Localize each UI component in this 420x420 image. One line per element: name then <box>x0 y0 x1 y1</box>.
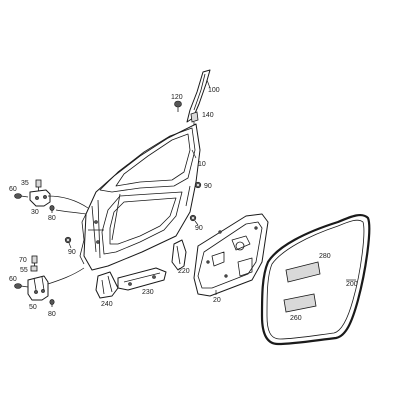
part-60-upper-bolt[interactable] <box>14 193 29 199</box>
leader-90-left <box>68 242 72 249</box>
label-50: 50 <box>29 304 37 311</box>
leader-upper-hinge <box>47 195 89 209</box>
label-90-right: 90 <box>195 225 203 232</box>
label-220: 220 <box>178 268 190 275</box>
label-55: 55 <box>20 267 28 274</box>
label-100: 100 <box>208 87 220 94</box>
leader-upper-bolt <box>55 209 87 215</box>
label-35: 35 <box>21 180 29 187</box>
label-30: 30 <box>31 209 39 216</box>
label-60-lower: 60 <box>9 276 17 283</box>
part-240-bracket[interactable] <box>95 271 119 299</box>
part-200-door-seal[interactable] <box>260 213 371 346</box>
label-230: 230 <box>142 289 154 296</box>
part-55-lower-spacer[interactable] <box>30 265 38 272</box>
label-80-upper: 80 <box>48 215 56 222</box>
label-80-lower: 80 <box>48 311 56 318</box>
leader-lower-hinge <box>47 267 85 285</box>
label-10: 10 <box>198 161 206 168</box>
part-120-screw[interactable] <box>174 100 182 112</box>
part-35-upper-hinge-pin[interactable] <box>35 179 42 192</box>
leader-10 <box>191 149 197 159</box>
part-10-door-shell[interactable] <box>79 123 201 271</box>
part-280-upper-pad[interactable] <box>285 261 321 283</box>
part-260-lower-pad[interactable] <box>283 293 317 313</box>
label-90-upper: 90 <box>204 183 212 190</box>
label-280: 280 <box>319 253 331 260</box>
part-30-upper-hinge[interactable] <box>29 189 51 207</box>
leader-90-right <box>194 220 199 226</box>
part-80-upper-bolt[interactable] <box>49 205 55 213</box>
label-240: 240 <box>101 301 113 308</box>
label-200: 200 <box>346 281 358 288</box>
part-50-lower-hinge[interactable] <box>27 275 49 301</box>
label-20: 20 <box>213 297 221 304</box>
label-70: 70 <box>19 257 27 264</box>
part-90-plug-left[interactable] <box>64 236 72 244</box>
leader-100 <box>206 79 211 89</box>
label-60-upper: 60 <box>9 186 17 193</box>
part-220-channel[interactable] <box>171 239 187 271</box>
label-120: 120 <box>171 94 183 101</box>
part-230-regulator[interactable] <box>117 267 167 291</box>
label-140: 140 <box>202 112 214 119</box>
part-70-lower-hinge-pin[interactable] <box>31 255 38 267</box>
label-90-left: 90 <box>68 249 76 256</box>
part-80-lower-bolt[interactable] <box>49 299 55 307</box>
part-60-lower-bolt[interactable] <box>14 283 29 289</box>
label-260: 260 <box>290 315 302 322</box>
part-20-inner-panel[interactable] <box>193 213 269 297</box>
part-90-plug-upper[interactable] <box>194 181 202 189</box>
part-90-plug-right[interactable] <box>189 214 197 222</box>
